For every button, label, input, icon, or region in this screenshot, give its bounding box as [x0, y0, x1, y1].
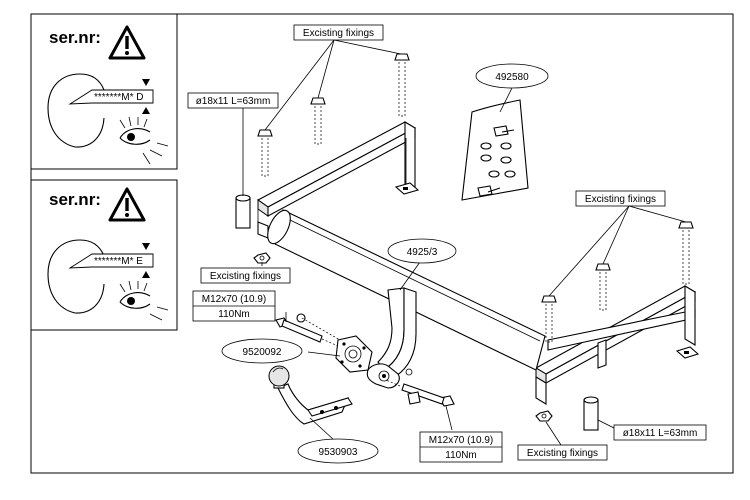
label-ball-number: 9530903: [297, 438, 379, 464]
bolt-spec-right-torque: 110Nm: [445, 450, 477, 461]
fixing-bolt: [541, 295, 557, 343]
fixing-bolt: [394, 53, 410, 117]
serial-panel-2: ser.nr: *******M* E: [30, 179, 178, 331]
marker-arrow-down-icon: [142, 79, 150, 86]
label-existing-fixings-left-text: Excisting fixings: [210, 271, 281, 282]
label-crossbar-number: 4925/3: [387, 238, 457, 264]
fixing-bolt: [310, 97, 326, 145]
serial-panel-1-code: *******M* D: [94, 92, 143, 103]
marker-arrow-up-icon: [142, 107, 150, 114]
fixing-bolt: [678, 221, 694, 285]
marker-arrow-down-icon: [142, 243, 150, 250]
socket-plate: [335, 335, 373, 373]
eye-icon: [119, 116, 169, 165]
left-side-bracket: [256, 121, 420, 239]
label-existing-fixings-bottom-text: Excisting fixings: [527, 448, 598, 459]
label-pin-right: ø18x11 L=63mm: [613, 424, 707, 441]
tow-ball: [268, 365, 353, 425]
label-existing-fixings-right: Excisting fixings: [575, 190, 666, 207]
label-existing-fixings-bottom: Excisting fixings: [517, 444, 608, 461]
serial-panel-1: ser.nr: *******M* D: [30, 13, 178, 170]
serial-label-outline: [47, 239, 154, 314]
bolt-spec-left-torque: 110Nm: [218, 309, 250, 320]
label-crossbar-number-text: 4925/3: [407, 247, 438, 258]
marker-arrow-up-icon: [142, 271, 150, 278]
bolt-spec-left-size: M12x70 (10.9): [202, 294, 266, 305]
label-socket-plate-number: 9520092: [221, 338, 303, 364]
warning-icon: [108, 25, 146, 60]
fixing-bolt: [595, 263, 611, 311]
label-kit-number: 492580: [475, 63, 549, 89]
bolt-spec-right: M12x70 (10.9) 110Nm: [419, 431, 503, 463]
label-existing-fixings-top-text: Excisting fixings: [303, 28, 374, 39]
bolt-spec-right-size: M12x70 (10.9): [429, 435, 493, 446]
fixing-nut: [535, 410, 553, 422]
label-ball-number-text: 9530903: [319, 447, 358, 458]
serial-panel-2-code: *******M* E: [94, 256, 143, 267]
fixing-kit: [461, 99, 529, 201]
fixing-nut: [253, 252, 271, 264]
serial-panel-1-heading: ser.nr:: [49, 28, 101, 47]
label-pin-left-text: ø18x11 L=63mm: [196, 96, 271, 107]
warning-icon: [108, 187, 146, 222]
label-kit-number-text: 492580: [495, 72, 529, 83]
label-existing-fixings-right-text: Excisting fixings: [585, 194, 656, 205]
label-existing-fixings-left: Excisting fixings: [200, 267, 291, 284]
left-bolt: [275, 313, 341, 347]
right-bolt: [385, 379, 455, 407]
bolt-spec-left: M12x70 (10.9) 110Nm: [192, 290, 276, 322]
label-pin-left: ø18x11 L=63mm: [187, 92, 279, 109]
spacer-pin-left: [235, 194, 251, 229]
label-existing-fixings-top: Excisting fixings: [293, 24, 384, 41]
right-side-bracket: [534, 285, 700, 405]
eye-icon: [119, 280, 169, 321]
serial-label-outline: [47, 73, 154, 148]
label-pin-right-text: ø18x11 L=63mm: [623, 428, 698, 439]
hitch-neck: [366, 287, 417, 389]
label-socket-plate-number-text: 9520092: [243, 347, 282, 358]
fixing-bolt: [257, 129, 273, 177]
serial-panel-2-heading: ser.nr:: [49, 190, 101, 209]
spacer-pin-right: [583, 396, 599, 431]
